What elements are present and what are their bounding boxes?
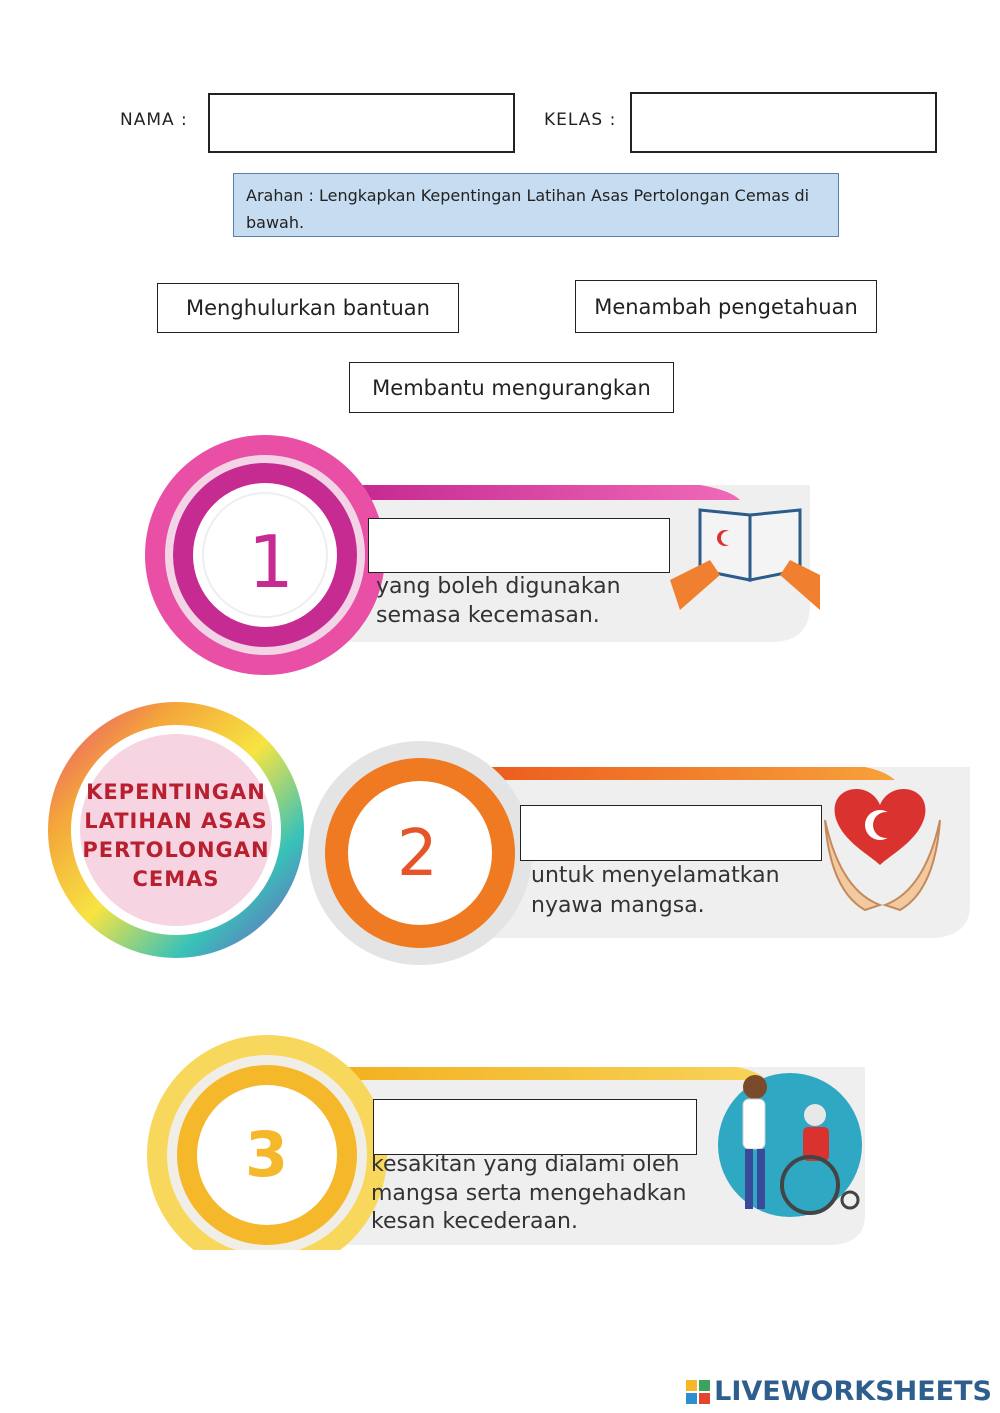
brand-text: LIVEWORKSHEETS bbox=[714, 1376, 992, 1407]
item-3-line-1: kesakitan yang dialami oleh bbox=[371, 1152, 680, 1177]
class-label: KELAS : bbox=[544, 110, 617, 130]
name-label: NAMA : bbox=[120, 110, 188, 130]
book-icon bbox=[670, 508, 830, 610]
word-option-3[interactable]: Membantu mengurangkan bbox=[349, 362, 674, 413]
class-field[interactable] bbox=[630, 92, 937, 153]
item-3-line-3: kesan kecederaan. bbox=[371, 1209, 578, 1234]
item-2-line-1: untuk menyelamatkan bbox=[531, 863, 780, 888]
item-1-line-1: yang boleh digunakan bbox=[376, 574, 621, 599]
item-3-line-2: mangsa serta mengehadkan bbox=[371, 1181, 687, 1206]
liveworksheets-logo: LIVEWORKSHEETS bbox=[686, 1376, 992, 1407]
center-badge: KEPENTINGAN LATIHAN ASAS PERTOLONGAN CEM… bbox=[48, 690, 308, 975]
item-1-number: 1 bbox=[248, 520, 294, 604]
item-2-banner: 2 untuk menyelamatkan nyawa mangsa. bbox=[305, 735, 975, 970]
item-1-graphic bbox=[145, 435, 830, 675]
item-2-line-2: nyawa mangsa. bbox=[531, 893, 705, 918]
word-option-1[interactable]: Menghulurkan bantuan bbox=[157, 283, 459, 333]
badge-line-4: CEMAS bbox=[132, 867, 220, 891]
heart-hands-icon bbox=[824, 788, 941, 912]
item-3-answer-box[interactable] bbox=[373, 1099, 697, 1155]
item-3-banner: 3 kesakitan yang dialami oleh mangsa ser… bbox=[137, 1025, 867, 1275]
badge-line-1: KEPENTINGAN bbox=[86, 780, 266, 804]
item-2-answer-box[interactable] bbox=[520, 805, 822, 861]
name-field[interactable] bbox=[208, 93, 515, 153]
word-option-2[interactable]: Menambah pengetahuan bbox=[575, 280, 877, 333]
wheelchair-care-icon bbox=[718, 1073, 862, 1217]
badge-line-2: LATIHAN ASAS bbox=[84, 809, 268, 833]
item-1-banner: 1 yang boleh digunakan semasa kecemasan. bbox=[140, 430, 830, 680]
item-2-number: 2 bbox=[397, 817, 438, 891]
item-1-answer-box[interactable] bbox=[368, 518, 670, 573]
item-3-number: 3 bbox=[245, 1118, 289, 1191]
badge-ring bbox=[48, 702, 304, 958]
item-1-line-2: semasa kecemasan. bbox=[376, 603, 600, 628]
badge-line-3: PERTOLONGAN bbox=[82, 838, 270, 862]
instruction-box: Arahan : Lengkapkan Kepentingan Latihan … bbox=[233, 173, 839, 237]
logo-squares-icon bbox=[686, 1379, 711, 1404]
